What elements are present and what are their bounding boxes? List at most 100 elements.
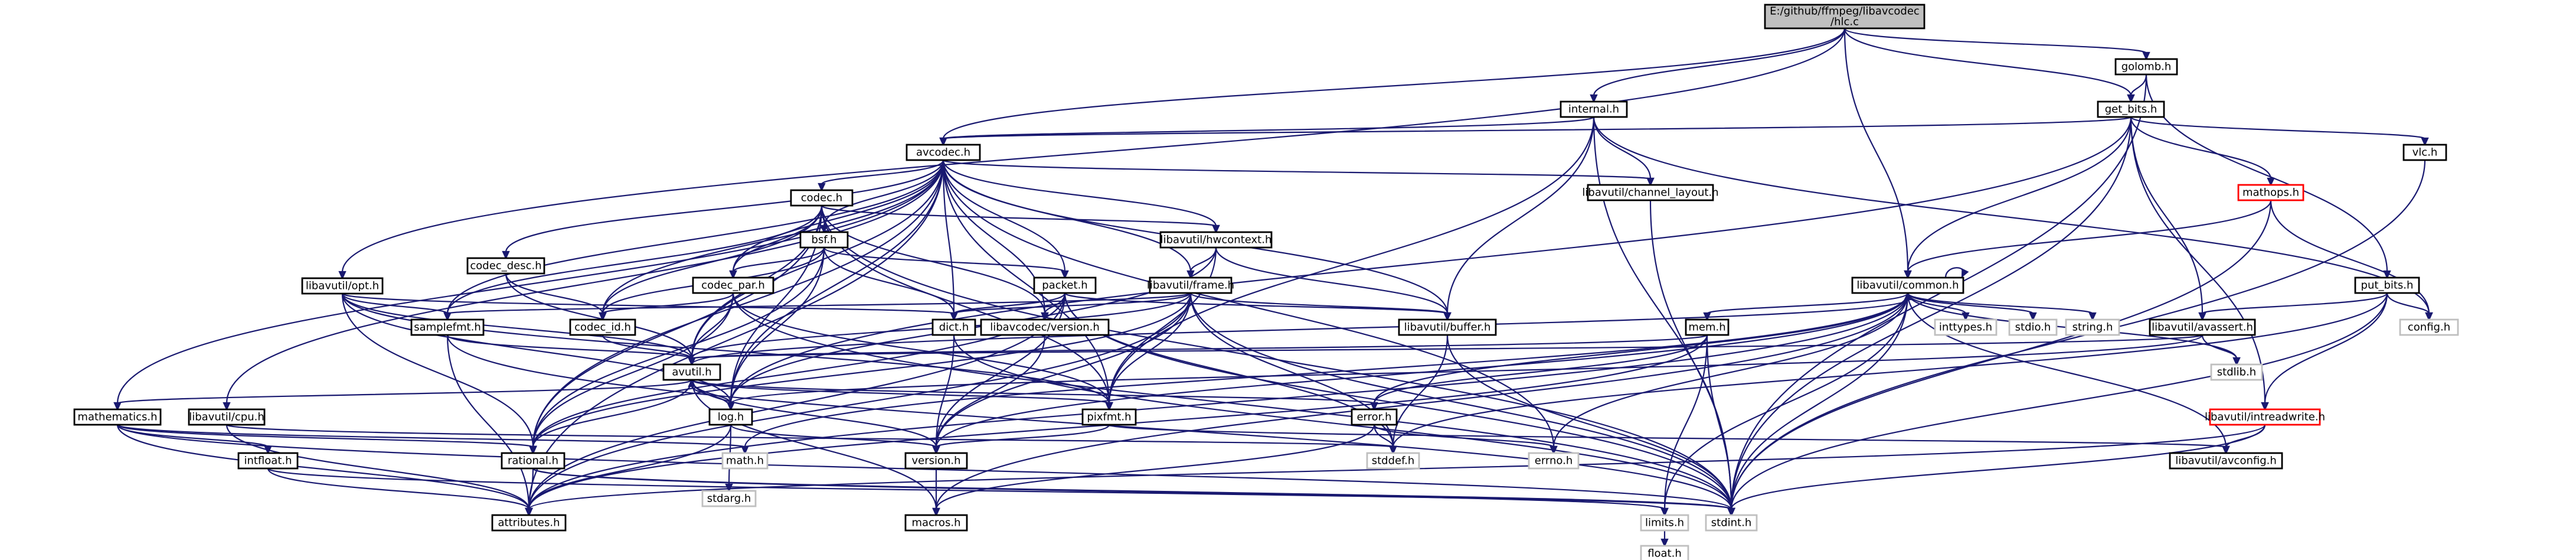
node-common[interactable]: libavutil/common.h xyxy=(1851,276,1964,294)
node-avassert[interactable]: libavutil/avassert.h xyxy=(2149,318,2256,336)
edge-line xyxy=(935,292,1909,510)
node-packet[interactable]: packet.h xyxy=(1033,276,1097,294)
edge-arrowhead xyxy=(818,183,826,192)
edge-line xyxy=(2145,74,2388,272)
node-codec-id[interactable]: codec_id.h xyxy=(569,318,636,336)
edge-line xyxy=(2201,292,2388,315)
node-samplefmt[interactable]: samplefmt.h xyxy=(410,318,485,336)
node-frame[interactable]: libavutil/frame.h xyxy=(1147,276,1234,294)
edge-line xyxy=(1730,292,2388,510)
node-golomb[interactable]: golomb.h xyxy=(2114,58,2178,76)
node-intfloat[interactable]: intfloat.h xyxy=(237,452,299,470)
node-box xyxy=(2237,184,2304,201)
node-label: packet.h xyxy=(1042,279,1087,292)
node-mathematics[interactable]: mathematics.h xyxy=(73,408,162,426)
node-label: libavutil/avassert.h xyxy=(2152,321,2253,334)
node-box xyxy=(1159,231,1273,249)
edge-line xyxy=(505,273,693,359)
node-version[interactable]: version.h xyxy=(904,452,968,470)
edge-codec-to-hwcontext xyxy=(820,204,1220,234)
node-label: libavutil/frame.h xyxy=(1147,279,1234,292)
node-macros[interactable]: macros.h xyxy=(904,514,968,532)
edge-root-to-opt xyxy=(338,28,1846,280)
node-hwcontext[interactable]: libavutil/hwcontext.h xyxy=(1159,231,1273,249)
node-internal[interactable]: internal.h xyxy=(1560,100,1628,118)
node-label: stdlib.h xyxy=(2217,366,2256,379)
edge-line xyxy=(935,334,955,448)
node-codec-desc[interactable]: codec_desc.h xyxy=(466,257,545,275)
node-channel-layout[interactable]: libavutil/channel_layout.h xyxy=(1582,184,1719,201)
node-label: golomb.h xyxy=(2121,61,2172,73)
node-avcodec[interactable]: avcodec.h xyxy=(905,144,981,161)
edge-packet-to-buffer xyxy=(1064,292,1452,321)
edge-line xyxy=(1189,292,1732,510)
node-buffer[interactable]: libavutil/buffer.h xyxy=(1398,318,1497,336)
edge-line xyxy=(532,292,734,448)
edge-get_bits-to-common xyxy=(1904,116,2132,279)
node-label: inttypes.h xyxy=(1939,321,1992,334)
node-mathops[interactable]: mathops.h xyxy=(2237,184,2304,201)
node-avutil[interactable]: avutil.h xyxy=(662,363,721,381)
node-box xyxy=(1685,318,1730,336)
edge-arrowhead xyxy=(1962,312,1970,321)
edge-put_bits-to-config xyxy=(2386,292,2433,321)
node-bsf[interactable]: bsf.h xyxy=(799,231,849,249)
edge-line xyxy=(730,116,2132,404)
edge-line xyxy=(532,379,693,448)
edge-get_bits-to-avcodec xyxy=(939,116,2132,146)
node-codec-par[interactable]: codec_par.h xyxy=(692,276,774,294)
node-lavc-version[interactable]: libavcodec/version.h xyxy=(980,318,1110,336)
node-mem[interactable]: mem.h xyxy=(1685,318,1730,336)
edge-line xyxy=(532,205,823,448)
edge-line xyxy=(2386,292,2430,314)
node-label: error.h xyxy=(1356,411,1391,424)
edge-line xyxy=(823,247,1066,273)
edge-arrowhead xyxy=(443,312,452,321)
edge-line xyxy=(691,385,732,410)
edge-line xyxy=(820,204,1217,227)
node-get-bits[interactable]: get_bits.h xyxy=(2097,100,2165,118)
node-pixfmt[interactable]: pixfmt.h xyxy=(1081,408,1137,426)
edge-get_bits-to-mathops xyxy=(2130,116,2275,187)
edge-line xyxy=(1593,116,1652,180)
edge-line xyxy=(942,159,955,314)
edge-avutil-to-rational xyxy=(529,379,693,455)
edge-line xyxy=(2270,200,2430,314)
node-layer: E:/github/ffmpeg/libavcodec/hlc.cavcodec… xyxy=(73,4,2459,560)
node-error[interactable]: error.h xyxy=(1351,408,1398,426)
edge-arrowhead xyxy=(1727,507,1735,517)
edge-line xyxy=(1907,200,2272,272)
node-float: float.h xyxy=(1640,545,1689,560)
node-box xyxy=(237,452,299,470)
edge-line xyxy=(267,468,530,510)
node-attributes[interactable]: attributes.h xyxy=(491,514,567,532)
node-cpu[interactable]: libavutil/cpu.h xyxy=(188,408,266,426)
edge-arrowhead xyxy=(338,271,346,280)
edge-common-to-avconfig xyxy=(1907,292,2230,455)
node-intreadwrite[interactable]: libavutil/intreadwrite.h xyxy=(2205,408,2325,426)
node-box xyxy=(905,144,981,161)
node-put-bits[interactable]: put_bits.h xyxy=(2354,276,2420,294)
node-opt[interactable]: libavutil/opt.h xyxy=(301,277,384,295)
edge-codec_par-to-stdint xyxy=(732,292,1735,517)
node-log[interactable]: log.h xyxy=(708,408,753,426)
node-box xyxy=(1560,100,1628,118)
node-rational[interactable]: rational.h xyxy=(501,452,565,470)
edge-line xyxy=(341,292,955,315)
edge-line xyxy=(1593,116,2430,314)
edge-root-to-get_bits xyxy=(1843,28,2135,103)
edge-line xyxy=(446,334,530,510)
edge-root-to-internal xyxy=(1590,28,1846,103)
edge-line xyxy=(1446,116,1595,314)
edge-line xyxy=(2130,116,2272,180)
edge-line xyxy=(601,205,823,314)
edge-avutil-to-error xyxy=(691,379,1378,411)
node-avconfig[interactable]: libavutil/avconfig.h xyxy=(2169,452,2283,470)
node-codec[interactable]: codec.h xyxy=(790,189,854,207)
node-dict[interactable]: dict.h xyxy=(931,318,976,336)
edge-mathops-to-common xyxy=(1904,200,2272,279)
edge-line xyxy=(1730,424,2266,510)
node-label: libavutil/intreadwrite.h xyxy=(2205,411,2325,424)
edge-avassert-to-stdlib xyxy=(2201,334,2241,366)
node-vlc[interactable]: vlc.h xyxy=(2402,144,2447,161)
